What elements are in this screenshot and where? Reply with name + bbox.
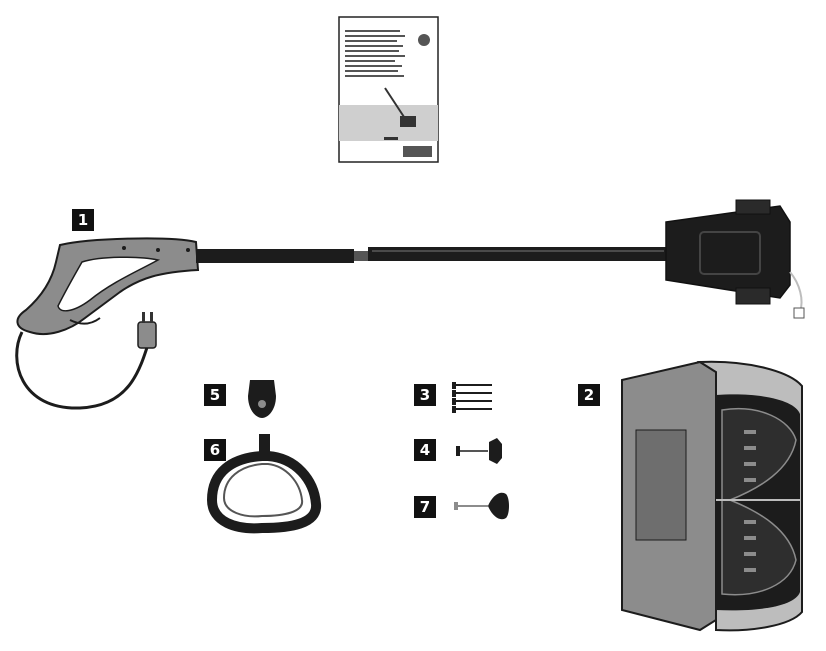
label-3: 3 xyxy=(414,384,436,406)
label-5: 5 xyxy=(204,384,226,406)
label-6: 6 xyxy=(204,439,226,461)
label-2: 2 xyxy=(578,384,600,406)
label-1: 1 xyxy=(72,209,94,231)
label-7: 7 xyxy=(414,496,436,518)
label-4: 4 xyxy=(414,439,436,461)
